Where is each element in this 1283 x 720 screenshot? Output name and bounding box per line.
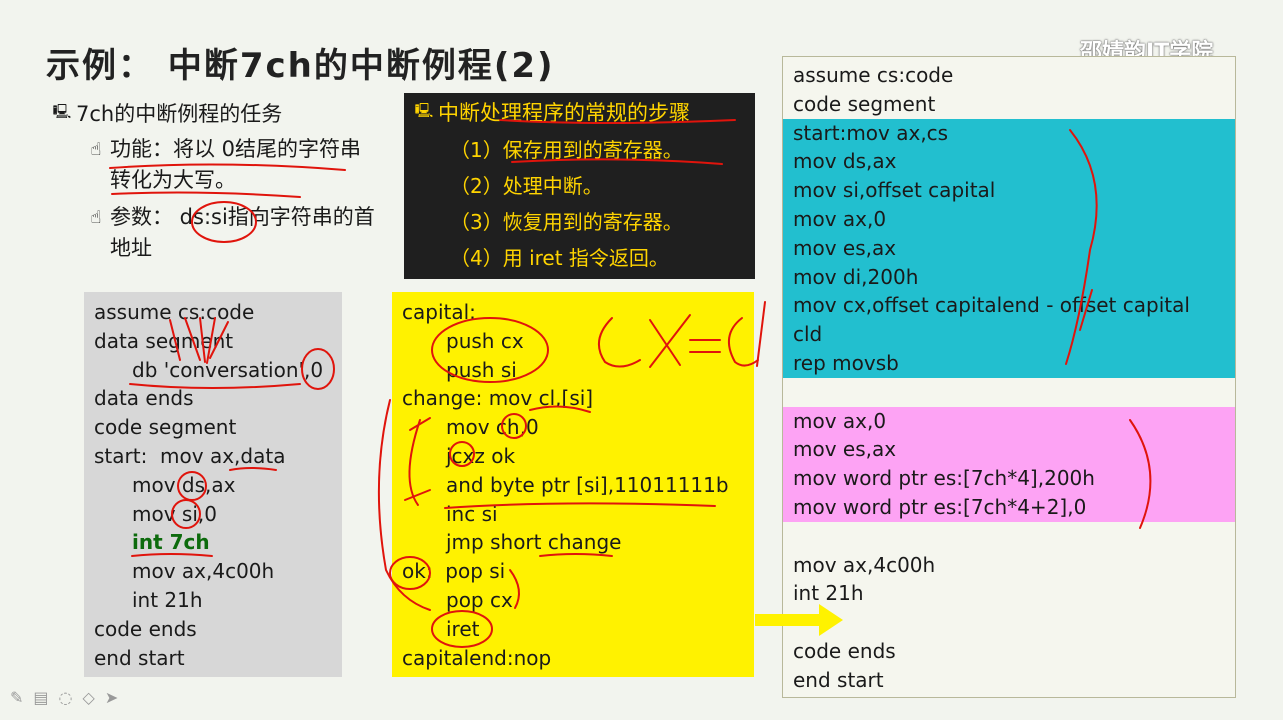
code-line: mov ch,0 xyxy=(446,415,539,440)
code-line: mov es,ax xyxy=(793,437,897,462)
code-line: push si xyxy=(446,357,517,382)
bullet-main: 🖳 7ch的中断例程的任务 xyxy=(52,98,392,128)
code-line: jmp short change xyxy=(446,530,622,555)
pointer-icon[interactable]: ◇ xyxy=(82,688,95,707)
code-line: data segment xyxy=(94,328,234,353)
code-line: code segment xyxy=(793,91,936,116)
code-line: end start xyxy=(94,645,185,670)
code-line: mov si,offset capital xyxy=(793,178,996,203)
hand-bullet-icon: ☝ xyxy=(90,139,102,160)
code-line: start:mov ax,cs xyxy=(793,120,949,145)
bullet-params-text: 参数： ds:si指向字符串的首地址 xyxy=(110,205,375,260)
code-line: code ends xyxy=(793,638,896,663)
code-line: rep movsb xyxy=(793,350,899,375)
step-item: （2）处理中断。 xyxy=(450,174,603,198)
steps-box: 🖳 中断处理程序的常规的步骤 （1）保存用到的寄存器。 （2）处理中断。 （3）… xyxy=(404,93,755,279)
code-line: ok: pop si xyxy=(402,559,506,584)
code-line: mov word ptr es:[7ch*4+2],0 xyxy=(793,494,1087,519)
monitor-bullet-icon: 🖳 xyxy=(414,103,434,119)
slide-title: 示例： 中断7ch的中断例程(2) xyxy=(46,46,555,86)
code-line: mov es,ax xyxy=(793,235,897,260)
code-line: assume cs:code xyxy=(94,300,255,324)
spacer xyxy=(783,522,1235,551)
code-line: capital: xyxy=(402,300,476,324)
code-line: int 21h xyxy=(132,587,203,612)
code-line: and byte ptr [si],11011111b xyxy=(446,472,729,497)
code-line: end start xyxy=(793,667,884,692)
code-line: mov si,0 xyxy=(132,501,217,526)
code-line: mov ax,4c00h xyxy=(793,552,936,577)
step-item: （4）用 iret 指令返回。 xyxy=(450,246,669,270)
steps-title: 🖳 中断处理程序的常规的步骤 xyxy=(414,97,745,127)
copy-routine-block: start:mov ax,cs mov ds,ax mov si,offset … xyxy=(783,118,1235,378)
code-line: pop cx xyxy=(446,587,513,612)
code-line: start: mov ax,data xyxy=(94,443,286,468)
code-line: db 'conversation',0 xyxy=(132,357,324,382)
presentation-toolbar: ✎ ▤ ◌ ◇ ➤ xyxy=(10,688,118,707)
code-line: mov ds,ax xyxy=(793,149,897,174)
code-line: data ends xyxy=(94,386,194,411)
code-line-int7ch: int 7ch xyxy=(132,530,210,555)
bullet-function: ☝ 功能：将以 0结尾的字符串转化为大写。 xyxy=(82,134,392,196)
code-line: jcxz ok xyxy=(446,443,516,468)
code-line: push cx xyxy=(446,328,524,353)
code-line: assume cs:code xyxy=(793,63,954,87)
code-line: int 21h xyxy=(793,581,864,606)
code-line: mov ds,ax xyxy=(132,472,236,497)
hand-bullet-icon: ☝ xyxy=(90,207,102,228)
eraser-icon[interactable]: ◌ xyxy=(58,688,73,707)
code-line: mov di,200h xyxy=(793,264,919,289)
interrupt-routine-code: capital: push cx push si change: mov cl,… xyxy=(392,292,754,677)
bullet-main-text: 7ch的中断例程的任务 xyxy=(76,102,283,126)
code-line: mov ax,0 xyxy=(793,206,887,231)
copy-arrow-icon xyxy=(755,604,843,636)
code-line: mov ax,4c00h xyxy=(132,559,275,584)
spacer xyxy=(783,378,1235,407)
bullet-params: ☝ 参数： ds:si指向字符串的首地址 xyxy=(82,202,392,264)
install-program-code: assume cs:code code segment start:mov ax… xyxy=(782,56,1236,698)
code-line: capitalend:nop xyxy=(402,645,552,670)
monitor-bullet-icon: 🖳 xyxy=(52,104,72,120)
code-line: mov word ptr es:[7ch*4],200h xyxy=(793,466,1095,491)
code-line: iret xyxy=(446,616,480,641)
step-item: （3）恢复用到的寄存器。 xyxy=(450,210,683,234)
code-line: change: mov cl,[si] xyxy=(402,386,594,411)
highlighter-icon[interactable]: ▤ xyxy=(33,688,49,707)
code-line: inc si xyxy=(446,501,498,526)
pointer-icon[interactable]: ➤ xyxy=(104,688,119,707)
code-line: mov ax,0 xyxy=(793,408,887,433)
bullet-function-text: 功能：将以 0结尾的字符串转化为大写。 xyxy=(110,137,362,192)
steps-title-text: 中断处理程序的常规的步骤 xyxy=(438,101,690,125)
code-line: cld xyxy=(793,322,823,347)
step-item: （1）保存用到的寄存器。 xyxy=(450,138,683,162)
task-bullets: 🖳 7ch的中断例程的任务 ☝ 功能：将以 0结尾的字符串转化为大写。 ☝ 参数… xyxy=(52,98,392,264)
spacer xyxy=(783,608,1235,637)
code-line: mov cx,offset capitalend - offset capita… xyxy=(793,293,1190,318)
main-program-code: assume cs:code data segment db 'conversa… xyxy=(84,292,342,677)
pen-tool-icon[interactable]: ✎ xyxy=(10,688,24,707)
code-line: code segment xyxy=(94,415,237,440)
vector-table-block: mov ax,0 mov es,ax mov word ptr es:[7ch*… xyxy=(783,406,1235,522)
code-line: code ends xyxy=(94,616,197,641)
